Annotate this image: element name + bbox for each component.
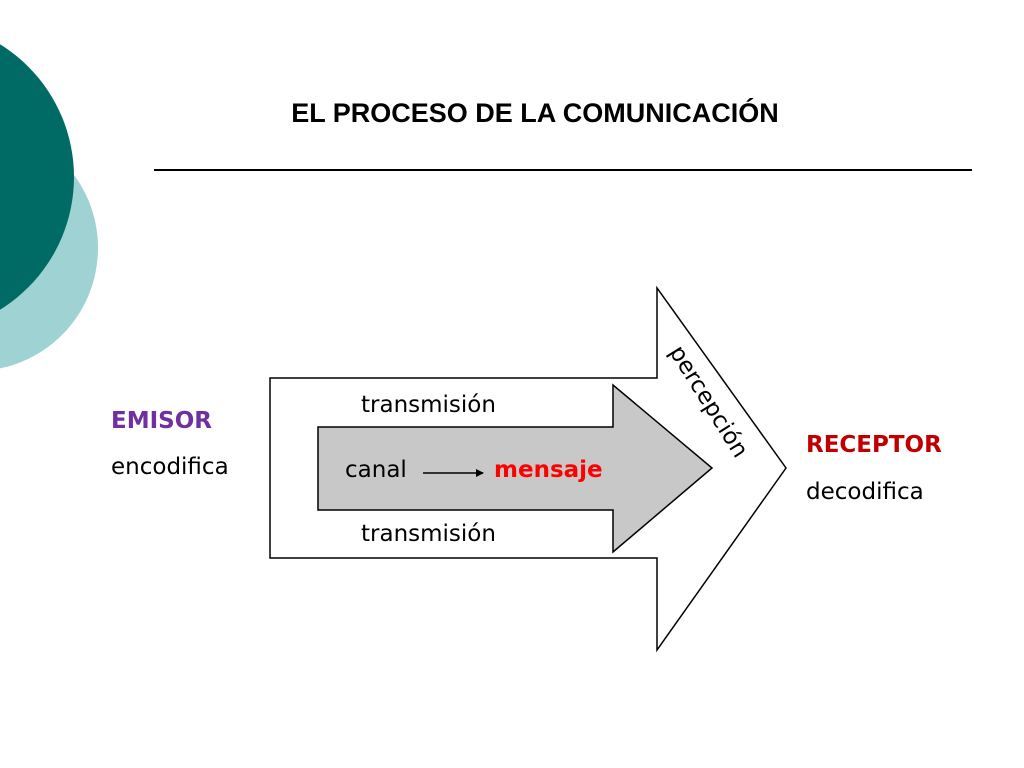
emisor-label: EMISOR	[111, 408, 212, 434]
message-label: mensaje	[494, 457, 603, 483]
transmission-top-label: transmisión	[361, 392, 496, 418]
channel-label: canal	[345, 457, 407, 483]
slide-title: EL PROCESO DE LA COMUNICACIÓN	[291, 98, 779, 128]
receptor-action: decodifica	[806, 479, 924, 505]
inner-arrow	[317, 383, 714, 554]
emisor-action: encodifica	[111, 454, 229, 480]
receptor-label: RECEPTOR	[806, 432, 942, 458]
transmission-bottom-label: transmisión	[361, 521, 496, 547]
title-underline	[154, 169, 972, 171]
dark-teal-circle	[0, 44, 74, 310]
